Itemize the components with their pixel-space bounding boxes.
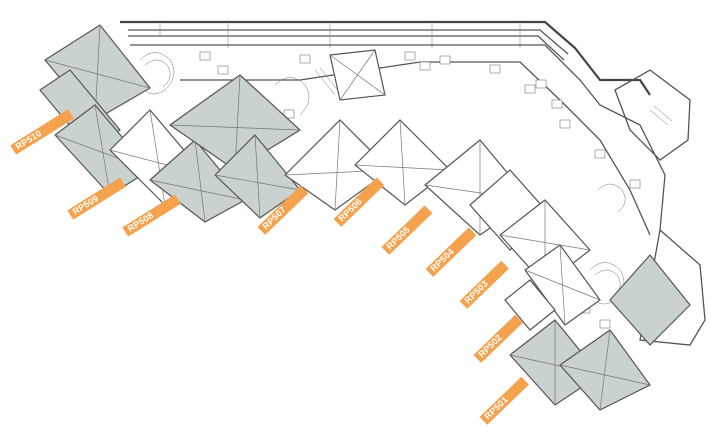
unit-rp508: [109, 109, 246, 223]
fixtures: [199, 51, 641, 329]
unit-tag-rp503[interactable]: RP503: [459, 260, 509, 309]
unit-tag-label: RP502: [476, 332, 503, 359]
unit-tag-label: RP505: [384, 224, 411, 251]
unit-rp501: [509, 254, 691, 411]
unit-tag-rp508[interactable]: RP508: [122, 194, 181, 237]
unit-rp502: [504, 244, 601, 331]
unit-tag-rp505[interactable]: RP505: [381, 205, 433, 255]
unit-tag-rp504[interactable]: RP504: [425, 227, 477, 277]
unit-tag-label: RP501: [482, 394, 509, 421]
unit-tag-rp501[interactable]: RP501: [479, 376, 529, 425]
unit-rp506: [284, 49, 391, 211]
units: [39, 24, 691, 411]
unit-tag-label: RP503: [462, 278, 489, 305]
corridor: [120, 20, 651, 96]
unit-tag-label: RP504: [428, 246, 455, 273]
unit-tag-rp509[interactable]: RP509: [67, 177, 126, 220]
